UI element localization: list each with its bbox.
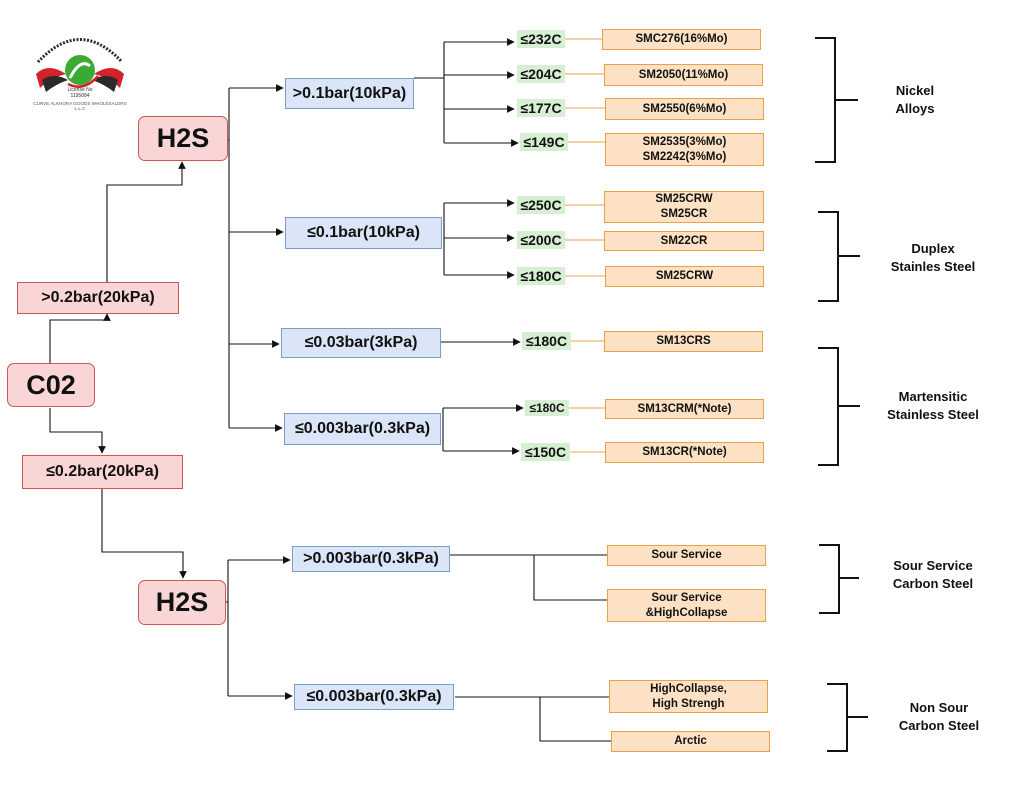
logo-company-name: CURVE ALKHORA GOODS WHOLESALERS L.L.C <box>33 101 127 111</box>
grade-sm13crs: SM13CRS <box>604 331 763 352</box>
node-pressure-le-0.003-b: ≤0.003bar(0.3kPa) <box>294 684 454 710</box>
bracket-martensitic <box>818 347 860 466</box>
grade-sour-service-high-collapse: Sour Service &HighCollapse <box>607 589 766 622</box>
bracket-sour-cs <box>819 544 859 614</box>
company-logo <box>28 22 132 120</box>
temp-200: ≤200C <box>517 231 565 249</box>
node-h2s-bottom: H2S <box>138 580 226 625</box>
temp-180-13crs: ≤180C <box>522 332 571 350</box>
node-h2s-top: H2S <box>138 116 228 161</box>
logo-red-swoosh <box>67 75 99 88</box>
temp-180-13crm: ≤180C <box>525 400 569 416</box>
arrow-co2-to-high <box>49 313 111 363</box>
bracket-non-sour-cs <box>827 683 868 752</box>
logo-left-wing-dark <box>42 76 68 92</box>
grade-sm2050: SM2050(11%Mo) <box>604 64 763 86</box>
line-arctic <box>539 697 611 742</box>
spine-h2s-top <box>228 88 230 428</box>
logo-right-wing-dark <box>92 76 118 92</box>
bracket-nickel <box>815 37 858 163</box>
grade-sm22cr: SM22CR <box>604 231 764 251</box>
grade-sm25crw-sm25cr: SM25CRW SM25CR <box>604 191 764 223</box>
bracket-duplex <box>818 211 860 302</box>
node-co2-low: ≤0.2bar(20kPa) <box>22 455 183 489</box>
node-pressure-le-0.03: ≤0.03bar(3kPa) <box>281 328 441 358</box>
grade-smc276: SMC276(16%Mo) <box>602 29 761 50</box>
category-duplex-stainless-steel: Duplex Stainles Steel <box>890 241 976 274</box>
node-pressure-gt-0.003-b: >0.003bar(0.3kPa) <box>292 546 450 572</box>
logo-emblem-icon <box>36 38 124 92</box>
temp-180-duplex: ≤180C <box>517 267 565 285</box>
arrow-low-to-h2s <box>101 489 187 579</box>
category-non-sour-carbon-steel: Non Sour Carbon Steel <box>898 700 980 733</box>
grade-sm2535-sm2242: SM2535(3%Mo) SM2242(3%Mo) <box>605 133 764 166</box>
logo-arabic-arc <box>36 38 124 64</box>
grade-high-collapse-high-strength: HighCollapse, High Strengh <box>609 680 768 713</box>
category-martensitic-stainless-steel: Martensitic Stainless Steel <box>887 389 979 422</box>
category-sour-service-carbon-steel: Sour Service Carbon Steel <box>892 558 974 591</box>
logo-green-globe <box>65 55 95 85</box>
node-co2-high: >0.2bar(20kPa) <box>17 282 179 314</box>
arrow-co2-to-low <box>49 408 106 454</box>
node-pressure-gt-0.1: >0.1bar(10kPa) <box>285 78 414 109</box>
temp-232: ≤232C <box>517 30 565 48</box>
category-nickel-alloys: Nickel Alloys <box>895 83 935 116</box>
grade-sm13crm: SM13CRM(*Note) <box>605 399 764 419</box>
grade-arctic: Arctic <box>611 731 770 752</box>
line-sour-hc <box>533 555 607 601</box>
grade-sm25crw: SM25CRW <box>605 266 764 287</box>
spine-nickel <box>414 42 445 143</box>
temp-250: ≤250C <box>517 196 565 214</box>
node-pressure-le-0.003: ≤0.003bar(0.3kPa) <box>284 413 441 445</box>
arrow-high-to-h2s <box>106 161 186 282</box>
temp-149: ≤149C <box>520 133 568 151</box>
spine-h2s-bottom <box>226 560 229 696</box>
grade-sour-service: Sour Service <box>607 545 766 566</box>
node-pressure-le-0.1: ≤0.1bar(10kPa) <box>285 217 442 249</box>
temp-177: ≤177C <box>517 99 565 117</box>
grade-sm13cr: SM13CR(*Note) <box>605 442 764 463</box>
temp-150: ≤150C <box>521 443 570 461</box>
node-co2: C02 <box>7 363 95 407</box>
logo-license-text: License No 1195084 <box>67 87 93 99</box>
logo-swoosh <box>68 62 91 79</box>
temp-204: ≤204C <box>517 65 565 83</box>
grade-sm2550: SM2550(6%Mo) <box>605 98 764 120</box>
